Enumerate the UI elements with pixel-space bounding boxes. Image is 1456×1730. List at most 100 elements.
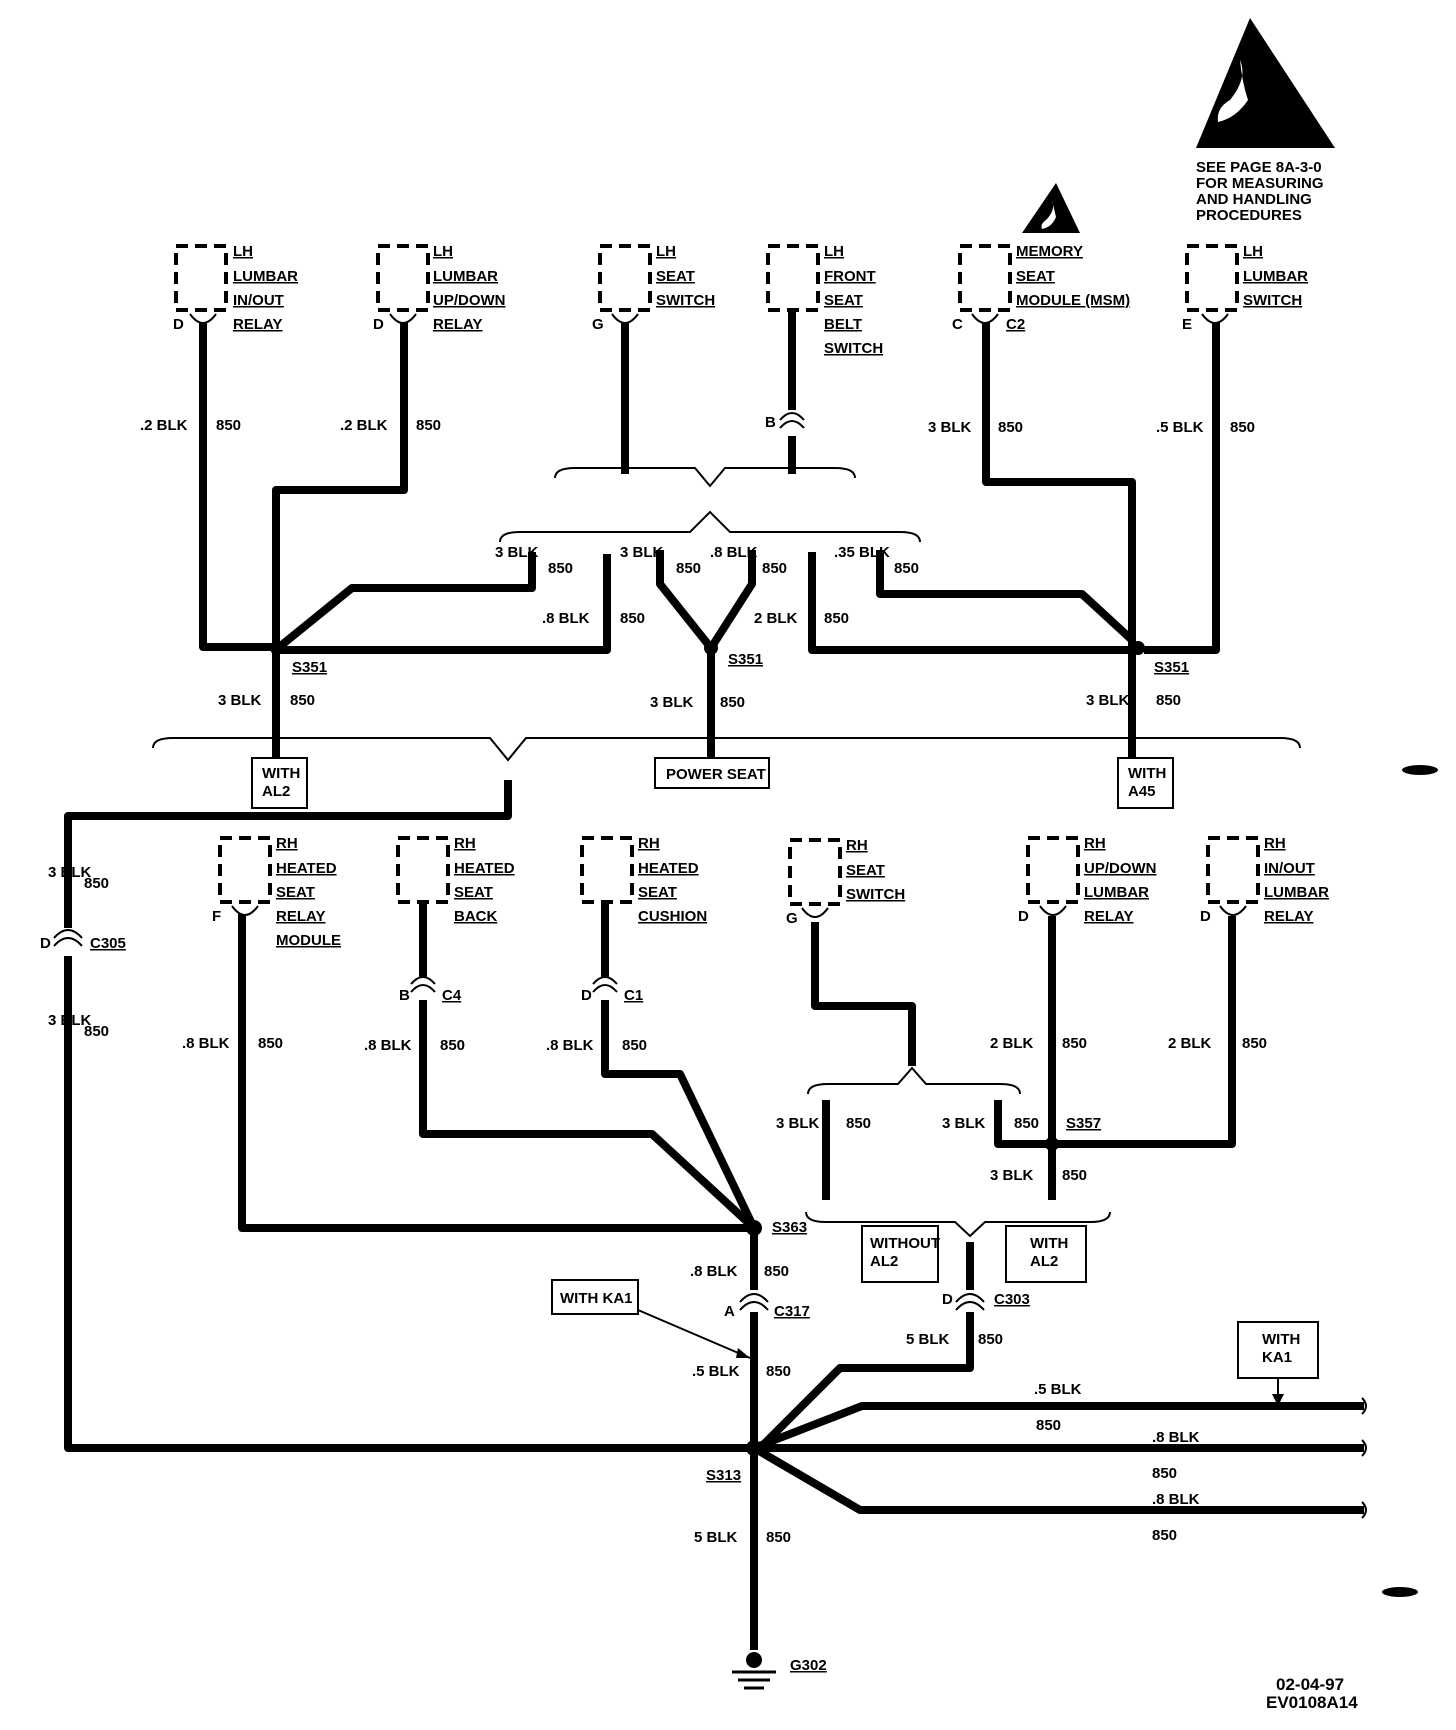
- svg-text:D: D: [40, 935, 51, 952]
- svg-text:.5 BLK: .5 BLK: [1156, 419, 1204, 436]
- svg-text:3 BLK: 3 BLK: [928, 419, 972, 436]
- svg-text:C303: C303: [994, 1291, 1030, 1308]
- svg-text:850: 850: [1014, 1115, 1039, 1132]
- svg-text:WITH: WITH: [1030, 1235, 1068, 1252]
- document-id: 02-04-97 EV0108A14: [1266, 1675, 1358, 1712]
- svg-text:850: 850: [440, 1037, 465, 1054]
- svg-text:850: 850: [1152, 1465, 1177, 1482]
- svg-text:S351: S351: [292, 659, 327, 676]
- top-wire-labels: .2 BLK 850 .2 BLK 850 3 BLK 850 .5 BLK 8…: [140, 417, 1255, 711]
- component-rh-heated-seat-cushion: RH HEATED SEAT CUSHION: [580, 835, 707, 925]
- option-box-with-ka1-right: WITH KA1: [1237, 1321, 1319, 1406]
- svg-text:RH: RH: [1264, 835, 1286, 852]
- svg-text:E: E: [1182, 316, 1192, 333]
- svg-text:BELT: BELT: [824, 316, 862, 333]
- svg-text:LUMBAR: LUMBAR: [233, 268, 298, 285]
- svg-text:SEE PAGE 8A-3-0: SEE PAGE 8A-3-0: [1196, 159, 1322, 176]
- svg-text:850: 850: [998, 419, 1023, 436]
- svg-text:D: D: [173, 316, 184, 333]
- svg-text:.8 BLK: .8 BLK: [546, 1037, 594, 1054]
- svg-text:WITHOUT: WITHOUT: [870, 1235, 940, 1252]
- connector-c1: D C1: [581, 976, 643, 1004]
- svg-text:850: 850: [416, 417, 441, 434]
- margin-marks: [1382, 765, 1438, 1597]
- svg-text:HEATED: HEATED: [276, 860, 337, 877]
- component-rh-in-out-lumbar-relay: D RH IN/OUT LUMBAR RELAY: [1200, 835, 1329, 925]
- svg-text:G: G: [592, 316, 604, 333]
- component-lh-lumbar-switch: E LH LUMBAR SWITCH: [1182, 243, 1308, 333]
- svg-text:850: 850: [894, 560, 919, 577]
- svg-text:RELAY: RELAY: [433, 316, 482, 333]
- svg-text:.8 BLK: .8 BLK: [364, 1037, 412, 1054]
- svg-text:S351: S351: [728, 651, 763, 668]
- svg-text:.8 BLK: .8 BLK: [1152, 1429, 1200, 1446]
- svg-text:C: C: [952, 316, 963, 333]
- top-wires: [199, 310, 1220, 760]
- svg-text:FRONT: FRONT: [824, 268, 876, 285]
- wire-ends: [1361, 1397, 1367, 1519]
- esd-warning-icon: [1196, 18, 1335, 148]
- svg-text:3 BLK: 3 BLK: [990, 1167, 1034, 1184]
- svg-text:D: D: [373, 316, 384, 333]
- connector-c303: D C303: [942, 1291, 1030, 1311]
- svg-text:AND HANDLING: AND HANDLING: [1196, 191, 1312, 208]
- svg-text:D: D: [1200, 908, 1211, 925]
- svg-text:SEAT: SEAT: [656, 268, 695, 285]
- svg-text:C317: C317: [774, 1303, 810, 1320]
- component-memory-seat-module: C C2 MEMORY SEAT MODULE (MSM): [952, 243, 1130, 333]
- option-box-with-ka1: WITH KA1: [551, 1279, 751, 1359]
- svg-text:MEMORY: MEMORY: [1016, 243, 1083, 260]
- svg-text:IN/OUT: IN/OUT: [233, 292, 284, 309]
- option-box-with-al2-lower: WITH AL2: [1005, 1225, 1087, 1283]
- svg-text:WITH: WITH: [1262, 1331, 1300, 1348]
- svg-text:LUMBAR: LUMBAR: [1084, 884, 1149, 901]
- svg-text:850: 850: [978, 1331, 1003, 1348]
- svg-text:HEATED: HEATED: [454, 860, 515, 877]
- svg-text:LH: LH: [824, 243, 844, 260]
- svg-text:AL2: AL2: [1030, 1253, 1058, 1270]
- svg-text:850: 850: [1156, 692, 1181, 709]
- svg-text:850: 850: [258, 1035, 283, 1052]
- svg-text:850: 850: [1062, 1167, 1087, 1184]
- svg-text:C1: C1: [624, 987, 643, 1004]
- svg-text:C4: C4: [442, 987, 462, 1004]
- component-lh-seat-switch: G LH SEAT SWITCH: [592, 243, 715, 333]
- harness-brackets: [152, 467, 1301, 1238]
- svg-text:850: 850: [216, 417, 241, 434]
- svg-text:S313: S313: [706, 1467, 741, 1484]
- svg-text:CUSHION: CUSHION: [638, 908, 707, 925]
- ground-g302: G302: [732, 1652, 827, 1690]
- svg-text:LH: LH: [433, 243, 453, 260]
- svg-text:.8 BLK: .8 BLK: [1152, 1491, 1200, 1508]
- svg-text:2 BLK: 2 BLK: [990, 1035, 1034, 1052]
- svg-text:850: 850: [766, 1363, 791, 1380]
- svg-text:RH: RH: [454, 835, 476, 852]
- svg-text:G302: G302: [790, 1657, 827, 1674]
- svg-text:B: B: [765, 414, 776, 431]
- svg-text:850: 850: [676, 560, 701, 577]
- svg-text:5 BLK: 5 BLK: [906, 1331, 950, 1348]
- svg-text:WITH: WITH: [1128, 765, 1166, 782]
- svg-text:S357: S357: [1066, 1115, 1101, 1132]
- svg-text:.8 BLK: .8 BLK: [182, 1035, 230, 1052]
- svg-text:02-04-97: 02-04-97: [1276, 1675, 1344, 1694]
- option-box-power-seat: POWER SEAT: [654, 757, 770, 789]
- svg-text:850: 850: [620, 610, 645, 627]
- svg-text:SWITCH: SWITCH: [1243, 292, 1302, 309]
- svg-text:3 BLK: 3 BLK: [48, 1012, 92, 1029]
- splice-s357: S357: [1045, 1115, 1101, 1151]
- svg-text:850: 850: [764, 1263, 789, 1280]
- svg-text:RELAY: RELAY: [276, 908, 325, 925]
- svg-text:SEAT: SEAT: [1016, 268, 1055, 285]
- svg-text:S363: S363: [772, 1219, 807, 1236]
- svg-text:3 BLK: 3 BLK: [218, 692, 262, 709]
- svg-text:SWITCH: SWITCH: [846, 886, 905, 903]
- splice-s351-left: S351: [270, 641, 327, 676]
- svg-text:RH: RH: [846, 837, 868, 854]
- svg-text:B: B: [399, 987, 410, 1004]
- splice-s363: S363: [746, 1219, 807, 1236]
- svg-text:3 BLK: 3 BLK: [48, 864, 92, 881]
- svg-text:WITH: WITH: [262, 765, 300, 782]
- svg-text:FOR MEASURING: FOR MEASURING: [1196, 175, 1324, 192]
